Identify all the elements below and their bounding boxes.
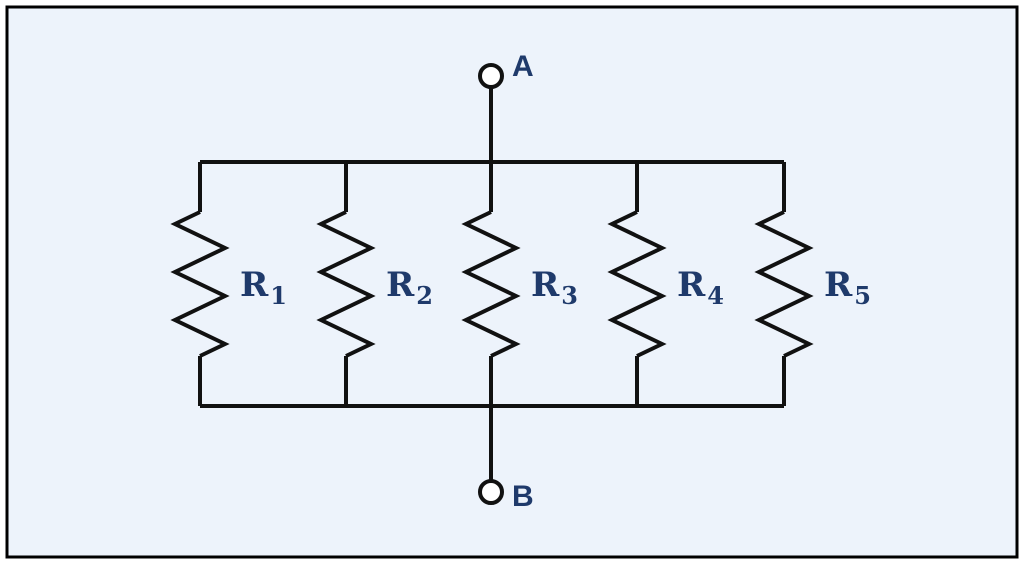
resistor-1-zigzag xyxy=(170,210,230,358)
resistor-3-zigzag xyxy=(461,210,521,358)
terminal-a-node xyxy=(478,63,504,89)
terminal-b-node xyxy=(478,479,504,505)
diagram-frame xyxy=(5,5,1019,559)
resistor-3-subscript: 3 xyxy=(561,281,578,310)
resistor-5-label: R5 xyxy=(824,265,871,310)
resistor-2-zigzag xyxy=(316,210,376,358)
terminal-a-label: A xyxy=(512,50,534,83)
terminal-b-label: B xyxy=(512,480,534,513)
resistor-4-subscript: 4 xyxy=(707,281,724,310)
resistor-2-subscript: 2 xyxy=(416,281,433,310)
resistor-1-subscript: 1 xyxy=(270,281,287,310)
resistor-5-subscript: 5 xyxy=(854,281,871,310)
resistor-4-zigzag xyxy=(607,210,667,358)
resistor-5-zigzag xyxy=(754,210,814,358)
